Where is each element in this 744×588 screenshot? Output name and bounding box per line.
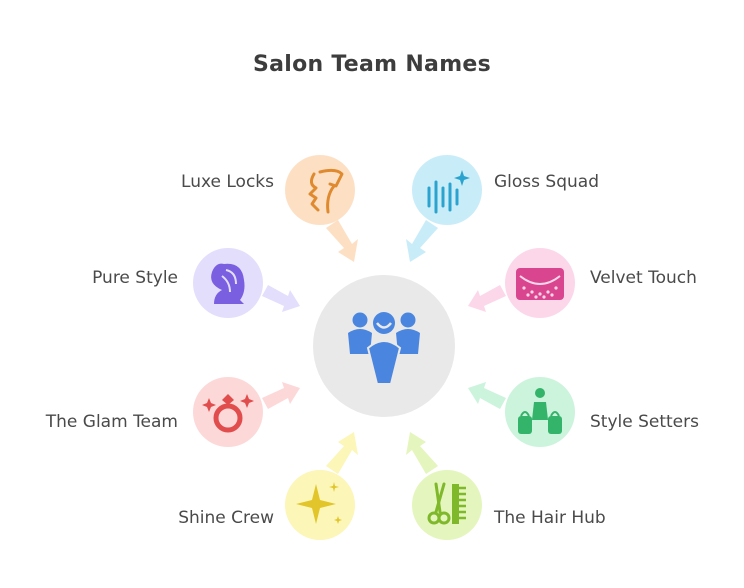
label-the-hair-hub: The Hair Hub	[494, 508, 606, 528]
connector-arrows	[262, 220, 506, 474]
center-node	[313, 275, 455, 417]
arrow-style-setters	[468, 382, 506, 409]
label-luxe-locks: Luxe Locks	[181, 172, 274, 192]
node-gloss-squad[interactable]	[412, 155, 482, 225]
arrow-the-glam-team	[262, 382, 300, 409]
node-style-setters[interactable]	[505, 377, 575, 447]
label-shine-crew: Shine Crew	[178, 508, 274, 528]
node-velvet-touch[interactable]	[505, 248, 575, 318]
label-style-setters: Style Setters	[590, 412, 699, 432]
diagram-title: Salon Team Names	[252, 52, 492, 77]
label-gloss-squad: Gloss Squad	[494, 172, 599, 192]
team-group-icon	[348, 312, 420, 385]
face-profile-icon	[308, 168, 344, 214]
arrow-pure-style	[262, 285, 300, 312]
label-velvet-touch: Velvet Touch	[590, 268, 697, 288]
node-pure-style[interactable]	[193, 248, 263, 318]
ring-sparkle-icon	[202, 394, 254, 433]
node-shine-crew[interactable]	[285, 470, 355, 540]
sound-sparkle-icon	[427, 170, 470, 214]
label-the-glam-team: The Glam Team	[45, 412, 178, 432]
scissors-comb-icon	[427, 482, 466, 525]
sparkle-icon	[296, 482, 342, 524]
node-the-glam-team[interactable]	[193, 377, 263, 447]
arrow-shine-crew	[326, 432, 358, 474]
arrow-gloss-squad	[406, 220, 438, 262]
node-the-hair-hub[interactable]	[412, 470, 482, 540]
fabric-swatch-icon	[516, 268, 564, 300]
arrow-luxe-locks	[326, 220, 358, 262]
shopper-bags-icon	[518, 388, 562, 434]
label-pure-style: Pure Style	[92, 268, 178, 288]
node-luxe-locks[interactable]	[285, 155, 355, 225]
head-hair-icon	[211, 263, 245, 304]
arrow-the-hair-hub	[406, 432, 438, 474]
arrow-velvet-touch	[468, 285, 506, 312]
